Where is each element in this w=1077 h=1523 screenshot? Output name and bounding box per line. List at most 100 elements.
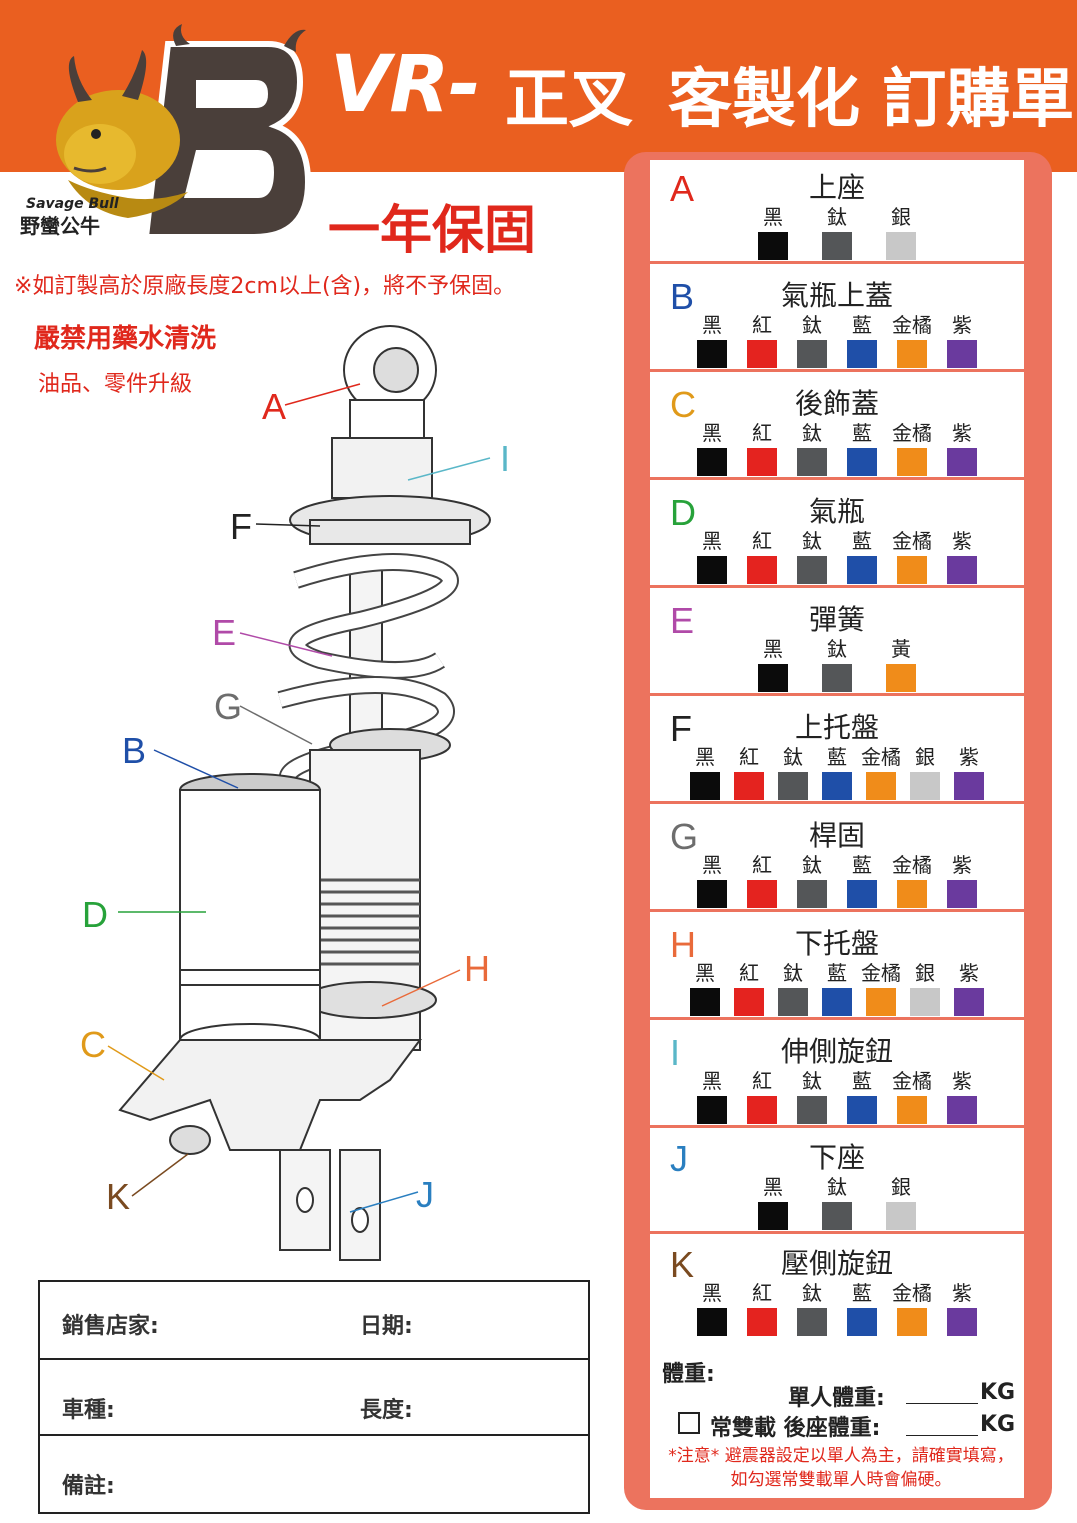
model-field-label[interactable]: 車種: [62,1398,115,1423]
color-option[interactable]: 紫 [946,528,978,584]
shop-field-label[interactable]: 銷售店家: [62,1314,159,1339]
color-swatch[interactable] [947,556,977,584]
color-swatch[interactable] [734,988,764,1016]
color-swatch[interactable] [847,340,877,368]
color-swatch[interactable] [747,340,777,368]
color-swatch[interactable] [947,448,977,476]
color-swatch[interactable] [697,556,727,584]
color-option[interactable]: 鈦 [796,312,828,368]
remarks-field-label[interactable]: 備註: [62,1474,115,1499]
color-option[interactable]: 藍 [846,1068,878,1124]
color-option[interactable]: 金橘 [892,1068,932,1124]
color-option[interactable]: 藍 [821,744,853,800]
color-option[interactable]: 紅 [746,312,778,368]
color-option[interactable]: 鈦 [821,1174,853,1230]
color-swatch[interactable] [747,556,777,584]
color-swatch[interactable] [797,340,827,368]
color-option[interactable]: 藍 [846,312,878,368]
color-option[interactable]: 紫 [946,852,978,908]
color-option[interactable]: 金橘 [861,960,901,1016]
color-option[interactable]: 金橘 [892,420,932,476]
color-option[interactable]: 鈦 [796,1280,828,1336]
color-swatch[interactable] [697,1096,727,1124]
color-option[interactable]: 紅 [746,852,778,908]
color-swatch[interactable] [847,556,877,584]
color-swatch[interactable] [847,448,877,476]
color-option[interactable]: 黑 [757,1174,789,1230]
color-option[interactable]: 紅 [746,420,778,476]
color-swatch[interactable] [954,772,984,800]
color-option[interactable]: 藍 [846,528,878,584]
color-option[interactable]: 金橘 [892,528,932,584]
double-ride-checkbox[interactable] [678,1412,700,1434]
color-swatch[interactable] [910,772,940,800]
color-swatch[interactable] [897,340,927,368]
color-option[interactable]: 鈦 [796,420,828,476]
color-option[interactable]: 黑 [696,420,728,476]
color-option[interactable]: 銀 [909,744,941,800]
color-swatch[interactable] [897,880,927,908]
color-swatch[interactable] [778,772,808,800]
color-swatch[interactable] [886,664,916,692]
color-option[interactable]: 紅 [746,1280,778,1336]
color-swatch[interactable] [734,772,764,800]
color-option[interactable]: 紅 [733,960,765,1016]
passenger-weight-input[interactable] [906,1410,978,1436]
color-option[interactable]: 黑 [689,744,721,800]
color-swatch[interactable] [690,988,720,1016]
color-swatch[interactable] [758,232,788,260]
color-option[interactable]: 黃 [885,636,917,692]
color-option[interactable]: 紫 [946,1068,978,1124]
color-swatch[interactable] [847,1308,877,1336]
color-swatch[interactable] [947,880,977,908]
color-swatch[interactable] [886,1202,916,1230]
color-swatch[interactable] [910,988,940,1016]
color-option[interactable]: 黑 [696,528,728,584]
color-option[interactable]: 黑 [689,960,721,1016]
color-option[interactable]: 黑 [696,1068,728,1124]
color-swatch[interactable] [897,1308,927,1336]
length-field-label[interactable]: 長度: [360,1398,413,1423]
color-option[interactable]: 紫 [953,744,985,800]
color-option[interactable]: 鈦 [796,528,828,584]
color-option[interactable]: 紫 [953,960,985,1016]
color-swatch[interactable] [822,232,852,260]
color-swatch[interactable] [747,880,777,908]
color-option[interactable]: 金橘 [861,744,901,800]
color-swatch[interactable] [797,556,827,584]
color-option[interactable]: 黑 [696,852,728,908]
color-swatch[interactable] [886,232,916,260]
color-option[interactable]: 鈦 [777,960,809,1016]
color-option[interactable]: 黑 [757,204,789,260]
color-swatch[interactable] [897,448,927,476]
color-option[interactable]: 金橘 [892,852,932,908]
color-swatch[interactable] [847,880,877,908]
color-swatch[interactable] [758,1202,788,1230]
date-field-label[interactable]: 日期: [360,1314,413,1339]
color-swatch[interactable] [847,1096,877,1124]
color-option[interactable]: 鈦 [777,744,809,800]
color-option[interactable]: 銀 [885,1174,917,1230]
color-swatch[interactable] [822,664,852,692]
color-swatch[interactable] [866,988,896,1016]
color-swatch[interactable] [690,772,720,800]
color-swatch[interactable] [797,1096,827,1124]
color-option[interactable]: 黑 [696,312,728,368]
color-swatch[interactable] [947,1308,977,1336]
color-swatch[interactable] [747,1096,777,1124]
color-swatch[interactable] [897,1096,927,1124]
color-option[interactable]: 黑 [696,1280,728,1336]
color-option[interactable]: 紫 [946,312,978,368]
color-swatch[interactable] [697,880,727,908]
color-option[interactable]: 紫 [946,420,978,476]
color-swatch[interactable] [822,1202,852,1230]
color-option[interactable]: 藍 [821,960,853,1016]
color-option[interactable]: 金橘 [892,1280,932,1336]
color-swatch[interactable] [797,1308,827,1336]
color-swatch[interactable] [697,448,727,476]
color-swatch[interactable] [822,772,852,800]
color-swatch[interactable] [897,556,927,584]
color-option[interactable]: 藍 [846,1280,878,1336]
color-swatch[interactable] [697,1308,727,1336]
color-option[interactable]: 藍 [846,852,878,908]
